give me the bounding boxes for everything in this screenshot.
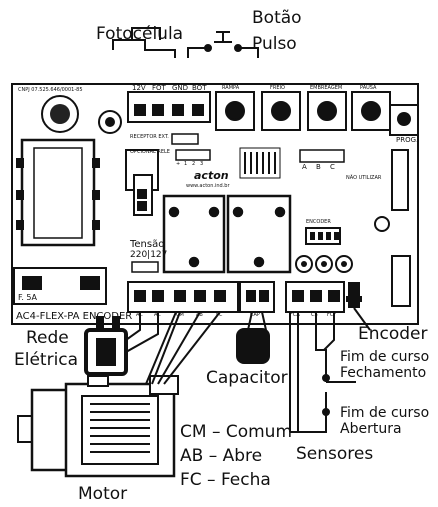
- label-rede: Rede: [26, 328, 69, 348]
- relays: [162, 194, 292, 274]
- label-capacitor: Capacitor: [206, 368, 288, 388]
- term-cs: CS: [311, 312, 318, 318]
- relay-pin-plus: +: [176, 161, 181, 167]
- button-embreagem-label: EMBREAGEM: [310, 85, 343, 91]
- term-ac-2: AC: [154, 312, 161, 318]
- label-fim-curso-fechamento-1: Fim de curso: [340, 349, 430, 365]
- encoder-leds: [295, 255, 353, 273]
- relay-pin-1: 1: [184, 161, 188, 167]
- brand-url: www.acton.ind.br: [186, 183, 230, 189]
- tensao-label: Tensão: [130, 239, 165, 250]
- terminal-bot: BOT: [192, 84, 207, 92]
- terminal-fot: FOT: [152, 84, 166, 92]
- power-plug: [84, 316, 128, 393]
- label-ab: AB – Abre: [180, 446, 263, 466]
- label-fim-curso-abertura-1: Fim de curso: [340, 405, 430, 421]
- sensor-terminal-block: [285, 281, 345, 313]
- top-terminal-block: [127, 91, 211, 123]
- term-fcf: FCF: [327, 312, 337, 318]
- jumper-c: C: [330, 163, 335, 171]
- brand-logo: [188, 168, 238, 186]
- receptor-connector: [171, 133, 211, 161]
- label-botao: Botão: [252, 8, 302, 28]
- term-fc: FC: [216, 312, 223, 318]
- encoder-header-label: ENCODER: [306, 219, 331, 225]
- trimmer-component: [98, 110, 122, 134]
- electrolytic-capacitor: [41, 95, 79, 133]
- fuse-label: F. 5A: [18, 293, 37, 302]
- label-encoder: Encoder: [358, 324, 428, 344]
- photocell-symbol: [112, 27, 176, 58]
- relay-pin-2: 2: [192, 161, 196, 167]
- terminal-12v: 12V: [132, 84, 146, 92]
- board-cnpj: CNPJ 07.525.646/0001-85: [18, 87, 83, 93]
- small-relay: [125, 149, 159, 216]
- board-name: AC4-FLEX-PA ENCODER: [16, 311, 133, 322]
- component-legend: [239, 147, 281, 179]
- voltage-selector: [131, 261, 159, 273]
- term-ab: AB: [196, 312, 203, 318]
- term-fca: FCA: [290, 312, 300, 318]
- label-sensores: Sensores: [296, 444, 374, 464]
- term-cap: CAP: [250, 312, 260, 318]
- brand-acton: acton: [194, 169, 229, 182]
- label-fim-curso-abertura-2: Abertura: [340, 421, 402, 437]
- jumper-b: B: [316, 163, 321, 171]
- encoder-sensor: [346, 282, 362, 308]
- receptor-label: RECEPTOR EXT.: [130, 134, 169, 140]
- abc-jumper: [299, 149, 345, 163]
- motor-capacitor: [236, 311, 270, 364]
- wires: [125, 311, 221, 385]
- button-rampa-label: RAMPA: [222, 85, 240, 91]
- label-fc: FC – Fecha: [180, 470, 271, 490]
- transformer: [16, 138, 100, 247]
- button-freio-label: FREIO: [270, 85, 285, 91]
- label-motor: Motor: [78, 484, 128, 504]
- term-cm: CM: [176, 312, 184, 318]
- encoder-connector: [305, 227, 341, 245]
- prog-button: [389, 104, 419, 136]
- relay-pin-3: 3: [200, 161, 204, 167]
- cap-terminal-block: [239, 281, 275, 313]
- sensor-wires: [289, 312, 356, 433]
- label-eletrica: Elétrica: [14, 350, 79, 370]
- label-cm: CM – Comum: [180, 422, 293, 442]
- push-button-symbol: [187, 31, 259, 58]
- voltage-values: 220|127: [130, 250, 168, 260]
- jumper-a: A: [302, 163, 307, 171]
- label-fotocelula: Fotocélula: [96, 24, 184, 44]
- label-pulso: Pulso: [252, 34, 297, 54]
- motor: [17, 375, 179, 478]
- encoder-pointer: [353, 307, 371, 331]
- nao-utilizar-label: NÃO UTILIZAR: [346, 175, 382, 181]
- fuse-holder: [13, 267, 107, 305]
- opcional-label: OPCIONAL RELE: [130, 149, 170, 155]
- adjust-buttons: [215, 91, 391, 131]
- label-fim-curso-fechamento-2: Fechamento: [340, 365, 427, 381]
- button-pausa-label: PAUSA: [360, 85, 377, 91]
- term-ac-1: AC: [136, 312, 143, 318]
- terminal-gnd: GND: [172, 84, 189, 92]
- right-headers: [374, 149, 411, 307]
- power-terminal-block: [127, 281, 239, 313]
- prog-label: PROG.: [396, 136, 419, 144]
